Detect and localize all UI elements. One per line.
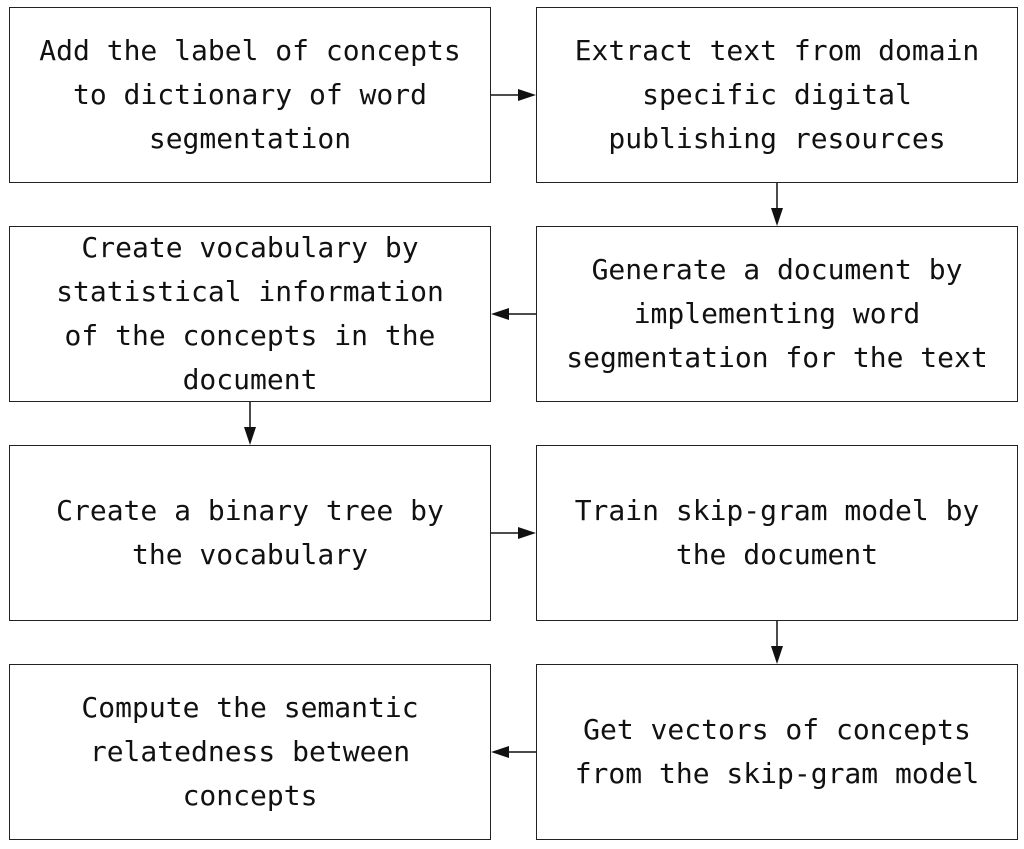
arrowhead-6-to-7 [771, 646, 783, 664]
step-compute-relatedness-text: Compute the semantic relatedness between… [81, 691, 419, 812]
step-extract-text-text: Extract text from domain specific digita… [574, 34, 980, 155]
step-create-vocabulary: Create vocabulary by statistical informa… [9, 226, 491, 402]
step-get-vectors-text: Get vectors of concepts from the skip-gr… [574, 713, 980, 790]
step-generate-document-text: Generate a document by implementing word… [566, 253, 988, 374]
step-compute-relatedness: Compute the semantic relatedness between… [9, 664, 491, 840]
step-generate-document: Generate a document by implementing word… [536, 226, 1018, 402]
step-create-vocabulary-text: Create vocabulary by statistical informa… [56, 231, 444, 396]
step-add-labels-to-dictionary: Add the label of concepts to dictionary … [9, 7, 491, 183]
arrowhead-3-to-4 [491, 308, 509, 320]
arrowhead-4-to-5 [244, 427, 256, 445]
step-add-labels-to-dictionary-text: Add the label of concepts to dictionary … [39, 34, 461, 155]
step-get-vectors: Get vectors of concepts from the skip-gr… [536, 664, 1018, 840]
arrowhead-1-to-2 [518, 89, 536, 101]
step-train-skip-gram: Train skip-gram model by the document [536, 445, 1018, 621]
arrowhead-7-to-8 [491, 746, 509, 758]
arrowhead-5-to-6 [518, 527, 536, 539]
step-extract-text: Extract text from domain specific digita… [536, 7, 1018, 183]
step-create-binary-tree-text: Create a binary tree by the vocabulary [56, 494, 444, 571]
step-create-binary-tree: Create a binary tree by the vocabulary [9, 445, 491, 621]
step-train-skip-gram-text: Train skip-gram model by the document [574, 494, 980, 571]
arrowhead-2-to-3 [771, 208, 783, 226]
